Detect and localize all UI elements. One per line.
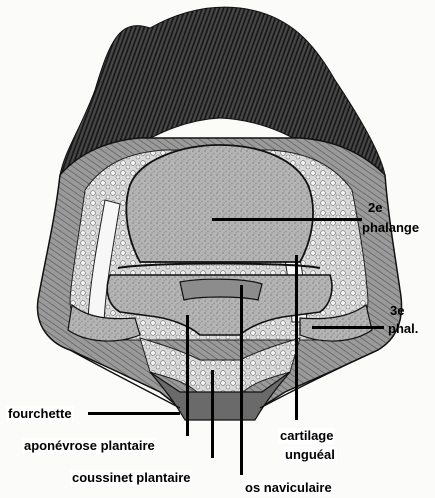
navicular-bone [180, 279, 262, 300]
label-coussinet-plantaire: coussinet plantaire [70, 470, 192, 486]
label-cartilage-line1: cartilage [278, 428, 335, 444]
leader-2e-phalange [212, 218, 362, 221]
leader-cartilage-ungueal [295, 255, 298, 420]
leader-3e-phal [312, 326, 384, 329]
label-os-naviculaire: os naviculaire [243, 480, 334, 496]
leader-os-naviculaire [240, 285, 243, 475]
label-2e-phalange-line2: phalange [362, 220, 419, 236]
label-aponevrose-plantaire: aponévrose plantaire [22, 438, 157, 454]
label-fourchette: fourchette [6, 406, 74, 422]
label-cartilage-line2: unguéal [283, 447, 337, 463]
leader-aponevrose-plantaire [186, 315, 189, 436]
label-2e-phalange-line1: 2e [368, 200, 382, 216]
leader-fourchette [88, 412, 180, 415]
label-3e-phal-line2: phal. [388, 321, 418, 337]
leader-coussinet-plantaire [211, 370, 214, 458]
label-3e-phal-line1: 3e [390, 303, 404, 319]
second-phalanx [126, 145, 313, 262]
